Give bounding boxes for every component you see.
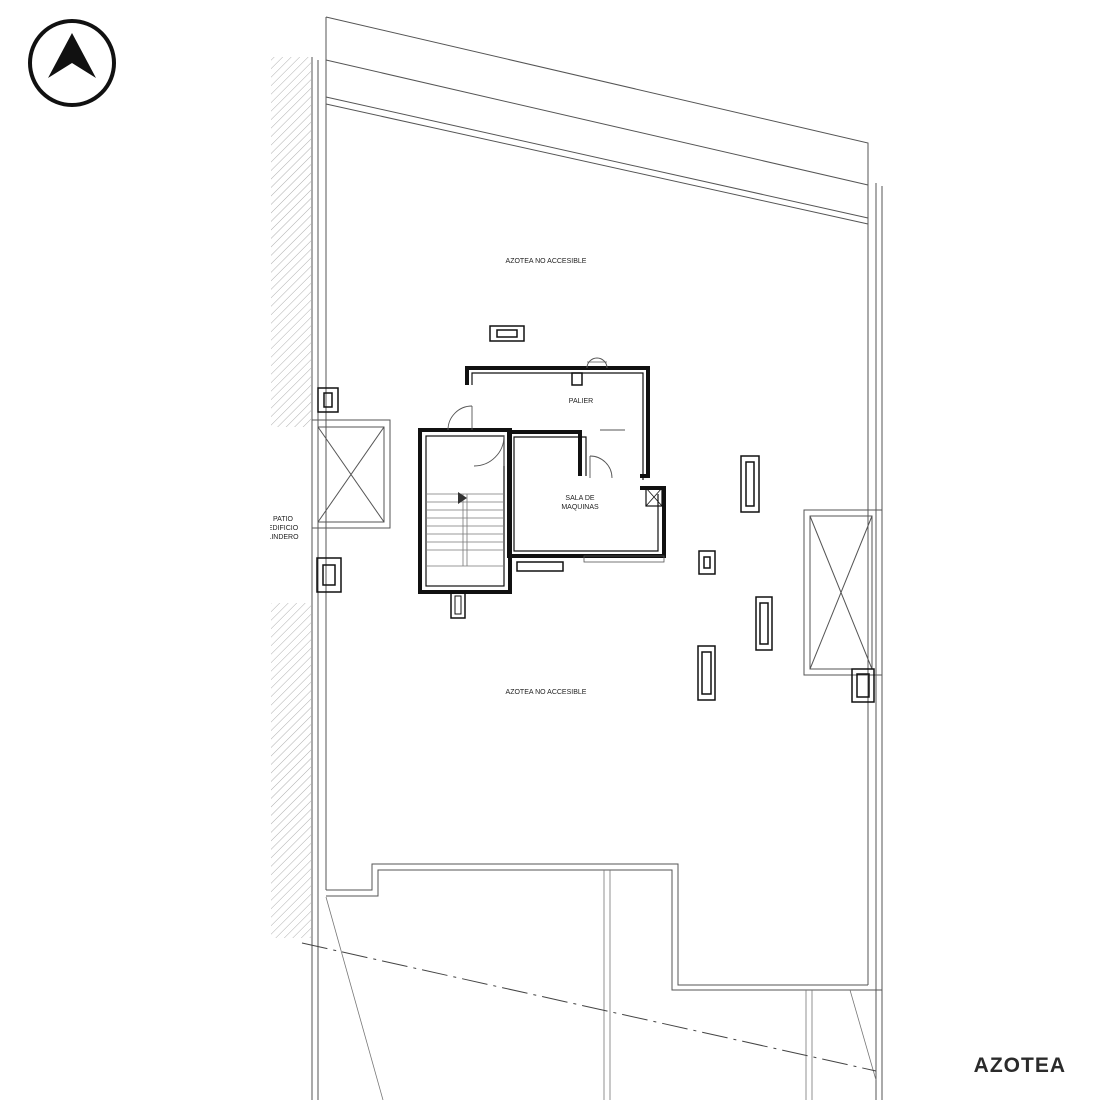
north-arrow-icon [28,19,116,107]
perimeter-walls [311,57,883,1100]
neighbor-note-line3: LINDERO [267,534,299,541]
neighbor-note: PATIO EDIFICIO LINDERO [267,516,299,541]
neighbor-note-line1: PATIO [273,516,294,523]
left-light-well [312,419,391,529]
neighbor-wall-hatch [271,57,311,938]
room-label-palier: PALIER [569,398,593,405]
room-label-machine-room-line1: SALA DE [565,495,595,502]
room-label-roof-top: AZOTEA NO ACCESIBLE [506,258,587,265]
room-label-roof-bottom: AZOTEA NO ACCESIBLE [506,689,587,696]
sheet-title: AZOTEA [973,1054,1066,1077]
top-parapet [325,16,869,225]
stair-core [418,357,666,619]
neighbor-note-line2: EDIFICIO [268,525,299,532]
room-label-machine-room-line2: MAQUINAS [561,504,599,511]
columns [316,325,875,703]
right-light-well [803,509,882,676]
property-line [301,942,877,1072]
lower-level-lines [325,870,877,1100]
